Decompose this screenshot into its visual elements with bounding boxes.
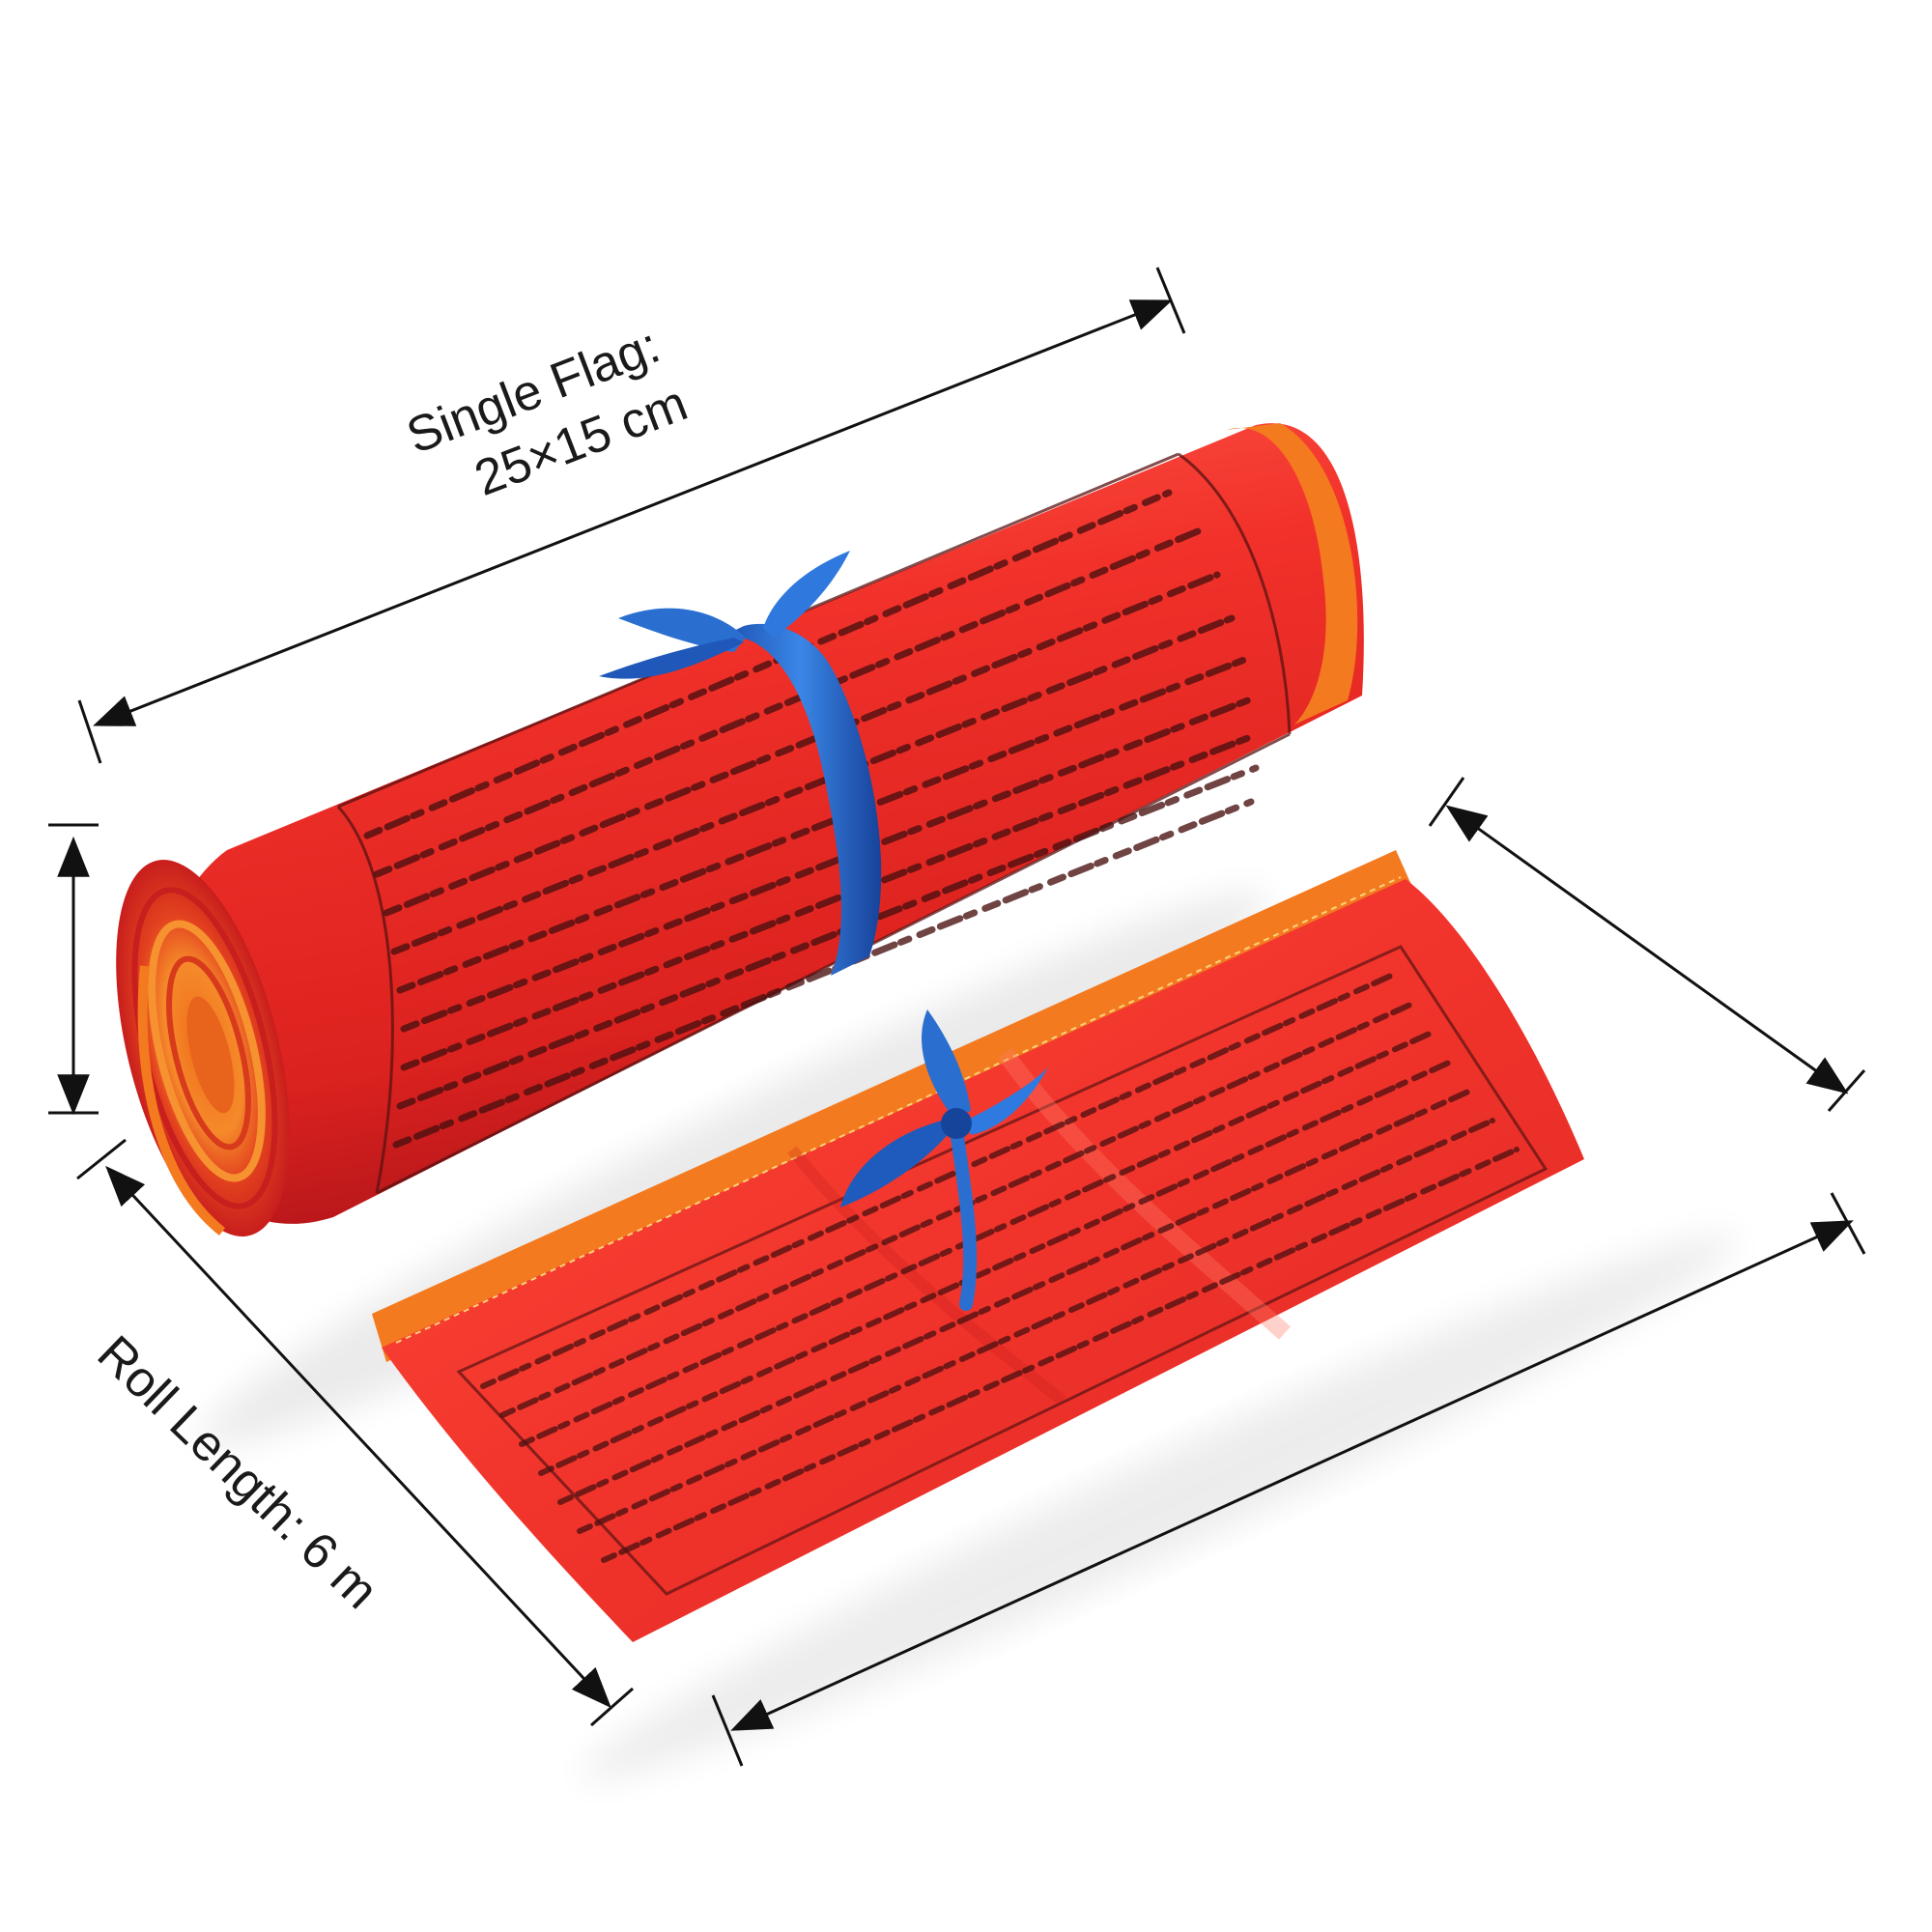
arrow-roll-length <box>105 1165 611 1709</box>
single-flag-label: Single Flag: 25×15 cm <box>400 318 696 507</box>
arrow-flag-width <box>1445 805 1849 1094</box>
arrow-top-length <box>93 299 1173 726</box>
arrow-flag-length <box>730 1220 1854 1731</box>
roll-far-end <box>1227 423 1358 724</box>
dimension-arrows <box>48 267 1866 1767</box>
